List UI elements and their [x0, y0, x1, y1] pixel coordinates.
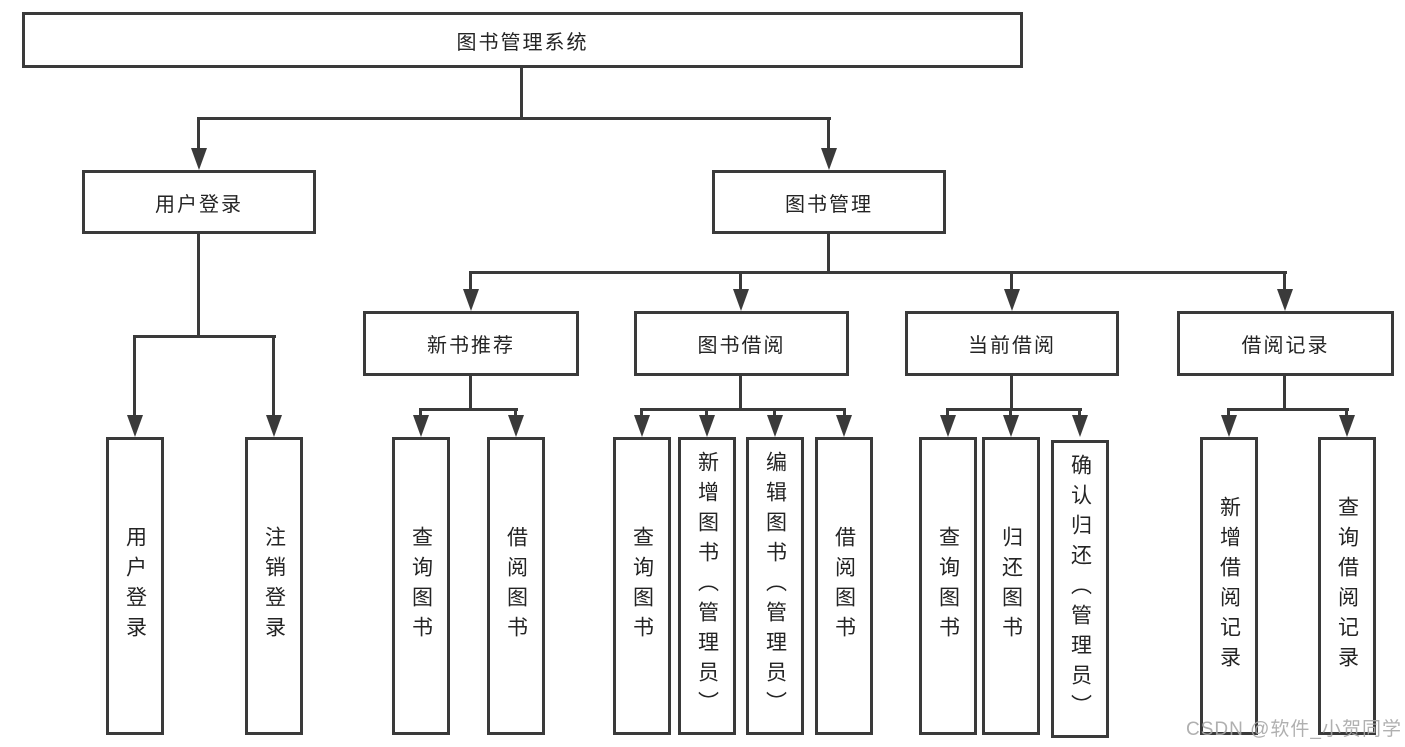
arrow-down-icon: [821, 148, 837, 170]
arrow-down-icon: [463, 289, 479, 311]
node-label: 图书管理系统: [456, 31, 589, 54]
arrow-down-icon: [733, 289, 749, 311]
leaf-user-login: 用户登录: [106, 437, 164, 735]
connector-stem: [1283, 376, 1286, 411]
node-label: 新书推荐: [427, 335, 515, 357]
node-borrowing-records: 借阅记录: [1177, 311, 1394, 376]
leaf-label: 查询借阅记录: [1335, 496, 1359, 676]
connector-bar: [1227, 408, 1349, 411]
leaf-label: 新增借阅记录: [1217, 496, 1241, 676]
node-book-borrowing: 图书借阅: [634, 311, 849, 376]
leaf-logout: 注销登录: [245, 437, 303, 735]
arrow-down-icon: [634, 415, 650, 437]
connector-drop: [514, 408, 517, 417]
connector-drop: [705, 408, 708, 417]
leaf-label: 查询图书: [936, 526, 960, 646]
arrow-down-icon: [1277, 289, 1293, 311]
arrow-down-icon: [191, 148, 207, 170]
leaf-add-borrow-record: 新增借阅记录: [1200, 437, 1258, 735]
arrow-down-icon: [699, 415, 715, 437]
connector-drop: [1009, 408, 1012, 417]
leaf-label: 确认归还（管理员）: [1068, 454, 1092, 724]
arrow-down-icon: [836, 415, 852, 437]
connector-drop: [946, 408, 949, 417]
leaf-return-book: 归还图书: [982, 437, 1040, 735]
leaf-query-book-recommend: 查询图书: [392, 437, 450, 735]
connector-drop: [1283, 271, 1286, 291]
connector-drop: [419, 408, 422, 417]
connector-user-login-stem: [197, 234, 200, 337]
csdn-watermark: CSDN @软件_小贺同学: [1186, 719, 1402, 740]
leaf-query-book-borrowing: 查询图书: [613, 437, 671, 735]
leaf-label: 用户登录: [123, 526, 147, 646]
connector-user-login-bar: [133, 335, 276, 338]
node-new-book-recommend: 新书推荐: [363, 311, 579, 376]
arrow-down-icon: [508, 415, 524, 437]
connector-bar: [946, 408, 1082, 411]
leaf-add-book-admin: 新增图书（管理员）: [678, 437, 736, 735]
leaf-label: 查询图书: [630, 526, 654, 646]
leaf-label: 新增图书（管理员）: [695, 451, 719, 721]
connector-bar: [640, 408, 846, 411]
node-label: 当前借阅: [968, 335, 1056, 357]
leaf-query-borrow-record: 查询借阅记录: [1318, 437, 1376, 735]
leaf-label: 注销登录: [262, 526, 286, 646]
node-user-login: 用户登录: [82, 170, 316, 234]
connector-drop: [843, 408, 846, 417]
connector-drop: [469, 271, 472, 291]
arrow-down-icon: [1003, 415, 1019, 437]
connector-stem: [1010, 376, 1013, 411]
leaf-edit-book-admin: 编辑图书（管理员）: [746, 437, 804, 735]
connector-bar: [419, 408, 518, 411]
leaf-borrow-book-recommend: 借阅图书: [487, 437, 545, 735]
node-label: 图书借阅: [697, 335, 786, 357]
connector-drop-user-login: [197, 117, 200, 151]
connector-drop: [1345, 408, 1348, 417]
connector-stem: [739, 376, 742, 411]
connector-drop: [773, 408, 776, 417]
connector-book-management-stem: [827, 234, 830, 273]
leaf-label: 借阅图书: [504, 526, 528, 646]
connector-drop: [739, 271, 742, 291]
leaf-label: 编辑图书（管理员）: [763, 451, 787, 721]
connector-drop: [1010, 271, 1013, 291]
leaf-query-book-current: 查询图书: [919, 437, 977, 735]
leaf-label: 查询图书: [409, 526, 433, 646]
connector-level3-bar: [469, 271, 1287, 274]
arrow-down-icon: [1221, 415, 1237, 437]
node-label: 用户登录: [155, 193, 243, 216]
arrow-down-icon: [1004, 289, 1020, 311]
node-book-management: 图书管理: [712, 170, 946, 234]
arrow-down-icon: [940, 415, 956, 437]
connector-drop: [640, 408, 643, 417]
connector-root-bar: [197, 117, 831, 120]
connector-drop: [133, 335, 136, 416]
node-current-borrowing: 当前借阅: [905, 311, 1119, 376]
arrow-down-icon: [1339, 415, 1355, 437]
connector-stem: [469, 376, 472, 411]
node-label: 图书管理: [785, 193, 873, 216]
leaf-label: 借阅图书: [832, 526, 856, 646]
connector-root-stem: [520, 68, 523, 118]
arrow-down-icon: [1072, 415, 1088, 437]
connector-drop: [272, 335, 275, 416]
node-library-management-system: 图书管理系统: [22, 12, 1023, 68]
arrow-down-icon: [266, 415, 282, 437]
node-label: 借阅记录: [1241, 335, 1330, 357]
leaf-label: 归还图书: [999, 526, 1023, 646]
connector-drop: [1227, 408, 1230, 417]
arrow-down-icon: [127, 415, 143, 437]
leaf-borrow-book: 借阅图书: [815, 437, 873, 735]
leaf-confirm-return-admin: 确认归还（管理员）: [1051, 440, 1109, 738]
arrow-down-icon: [413, 415, 429, 437]
arrow-down-icon: [767, 415, 783, 437]
connector-drop: [1078, 408, 1081, 417]
connector-drop-book-management: [827, 117, 830, 151]
